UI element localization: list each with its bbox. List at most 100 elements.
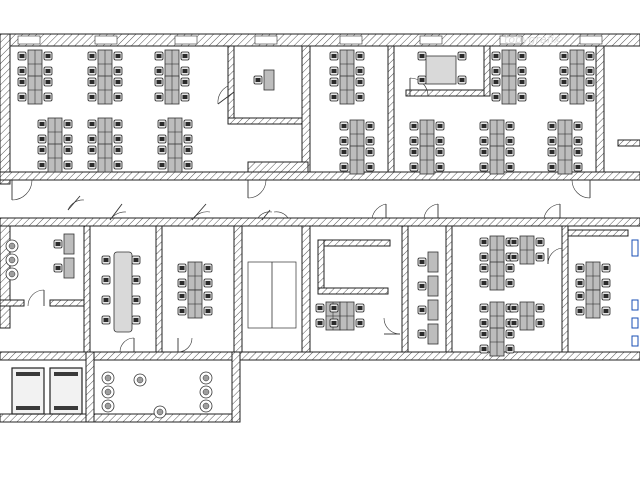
office-chair-icon <box>131 275 141 285</box>
office-chair-icon <box>505 329 515 339</box>
potted-plant-icon <box>133 373 147 387</box>
potted-plant-icon <box>5 267 19 281</box>
door-swing-icon <box>247 179 267 199</box>
office-chair-icon <box>535 303 545 313</box>
desk-cluster <box>491 49 527 79</box>
south-wall <box>0 351 640 361</box>
office-chair-icon <box>329 92 339 102</box>
office-chair-icon <box>417 257 427 267</box>
office-chair-icon <box>479 278 489 288</box>
annex-east-wall <box>231 351 241 423</box>
office-chair-icon <box>157 145 167 155</box>
desk-cluster <box>339 119 375 149</box>
door-swing-icon <box>543 203 561 219</box>
office-chair-icon <box>505 278 515 288</box>
office-chair-icon <box>113 134 123 144</box>
desk-cluster <box>409 145 445 175</box>
desk-icon <box>427 251 439 273</box>
office-chair-icon <box>355 66 365 76</box>
office-chair-icon <box>329 77 339 87</box>
office-chair-icon <box>113 145 123 155</box>
partition <box>317 239 325 291</box>
office-chair-icon <box>491 51 501 61</box>
office-chair-icon <box>417 75 427 85</box>
office-chair-icon <box>339 136 349 146</box>
desk-icon <box>63 233 75 255</box>
office-chair-icon <box>37 134 47 144</box>
office-chair-icon <box>457 75 467 85</box>
door-swing-icon <box>27 289 45 307</box>
office-chair-icon <box>180 92 190 102</box>
workstations <box>17 49 611 357</box>
office-chair-icon <box>491 66 501 76</box>
office-chair-icon <box>575 278 585 288</box>
potted-plant-icon <box>199 385 213 399</box>
office-chair-icon <box>183 145 193 155</box>
conference-table-icon <box>113 251 133 333</box>
office-chair-icon <box>601 278 611 288</box>
door-swing-icon <box>217 85 235 105</box>
desk-cluster <box>559 75 595 105</box>
office-chair-icon <box>585 51 595 61</box>
desk-cluster <box>53 257 75 279</box>
office-chair-icon <box>505 121 515 131</box>
office-chair-icon <box>491 92 501 102</box>
desk-cluster <box>87 49 123 79</box>
office-chair-icon <box>435 121 445 131</box>
office-chair-icon <box>37 119 47 129</box>
office-chair-icon <box>417 281 427 291</box>
desk-cluster <box>87 117 123 147</box>
office-chair-icon <box>479 303 489 313</box>
desk-cluster <box>491 75 527 105</box>
desk-icon <box>427 299 439 321</box>
door-swing-icon <box>423 203 439 219</box>
office-chair-icon <box>517 77 527 87</box>
partition <box>445 225 453 353</box>
conference-table-icon <box>425 55 457 85</box>
office-chair-icon <box>585 66 595 76</box>
office-chair-icon <box>17 66 27 76</box>
door-swing-icon <box>191 203 211 221</box>
office-chair-icon <box>43 66 53 76</box>
office-chair-icon <box>315 303 325 313</box>
door-swing-icon <box>67 195 85 211</box>
office-chair-icon <box>505 263 515 273</box>
office-chair-icon <box>479 318 489 328</box>
door-swing-icon <box>11 179 33 201</box>
office-chair-icon <box>585 92 595 102</box>
office-chair-icon <box>177 306 187 316</box>
office-chair-icon <box>183 119 193 129</box>
office-chair-icon <box>509 303 519 313</box>
office-chair-icon <box>365 147 375 157</box>
desk-cluster <box>17 75 53 105</box>
partition <box>227 117 309 125</box>
office-chair-icon <box>575 306 585 316</box>
office-chair-icon <box>505 162 515 172</box>
corridor-south-wall <box>0 217 640 227</box>
desk-cluster <box>53 233 75 255</box>
office-chair-icon <box>180 77 190 87</box>
desk-icon <box>427 323 439 345</box>
south-annex-wall <box>0 413 241 423</box>
office-chair-icon <box>203 306 213 316</box>
office-chair-icon <box>113 119 123 129</box>
watermark-text: tobygrafix <box>504 33 561 46</box>
door-swing-icon <box>177 337 193 353</box>
potted-plant-icon <box>101 385 115 399</box>
office-chair-icon <box>17 51 27 61</box>
office-chair-icon <box>509 318 519 328</box>
office-chair-icon <box>547 147 557 157</box>
office-chair-icon <box>559 51 569 61</box>
office-chair-icon <box>183 160 193 170</box>
office-chair-icon <box>63 119 73 129</box>
office-chair-icon <box>505 136 515 146</box>
office-chair-icon <box>131 295 141 305</box>
office-chair-icon <box>157 134 167 144</box>
partition <box>567 229 629 237</box>
office-chair-icon <box>53 239 63 249</box>
office-chair-icon <box>101 255 111 265</box>
potted-plant-icon <box>199 371 213 385</box>
office-chair-icon <box>365 136 375 146</box>
desk-cluster <box>417 299 439 321</box>
office-chair-icon <box>177 291 187 301</box>
